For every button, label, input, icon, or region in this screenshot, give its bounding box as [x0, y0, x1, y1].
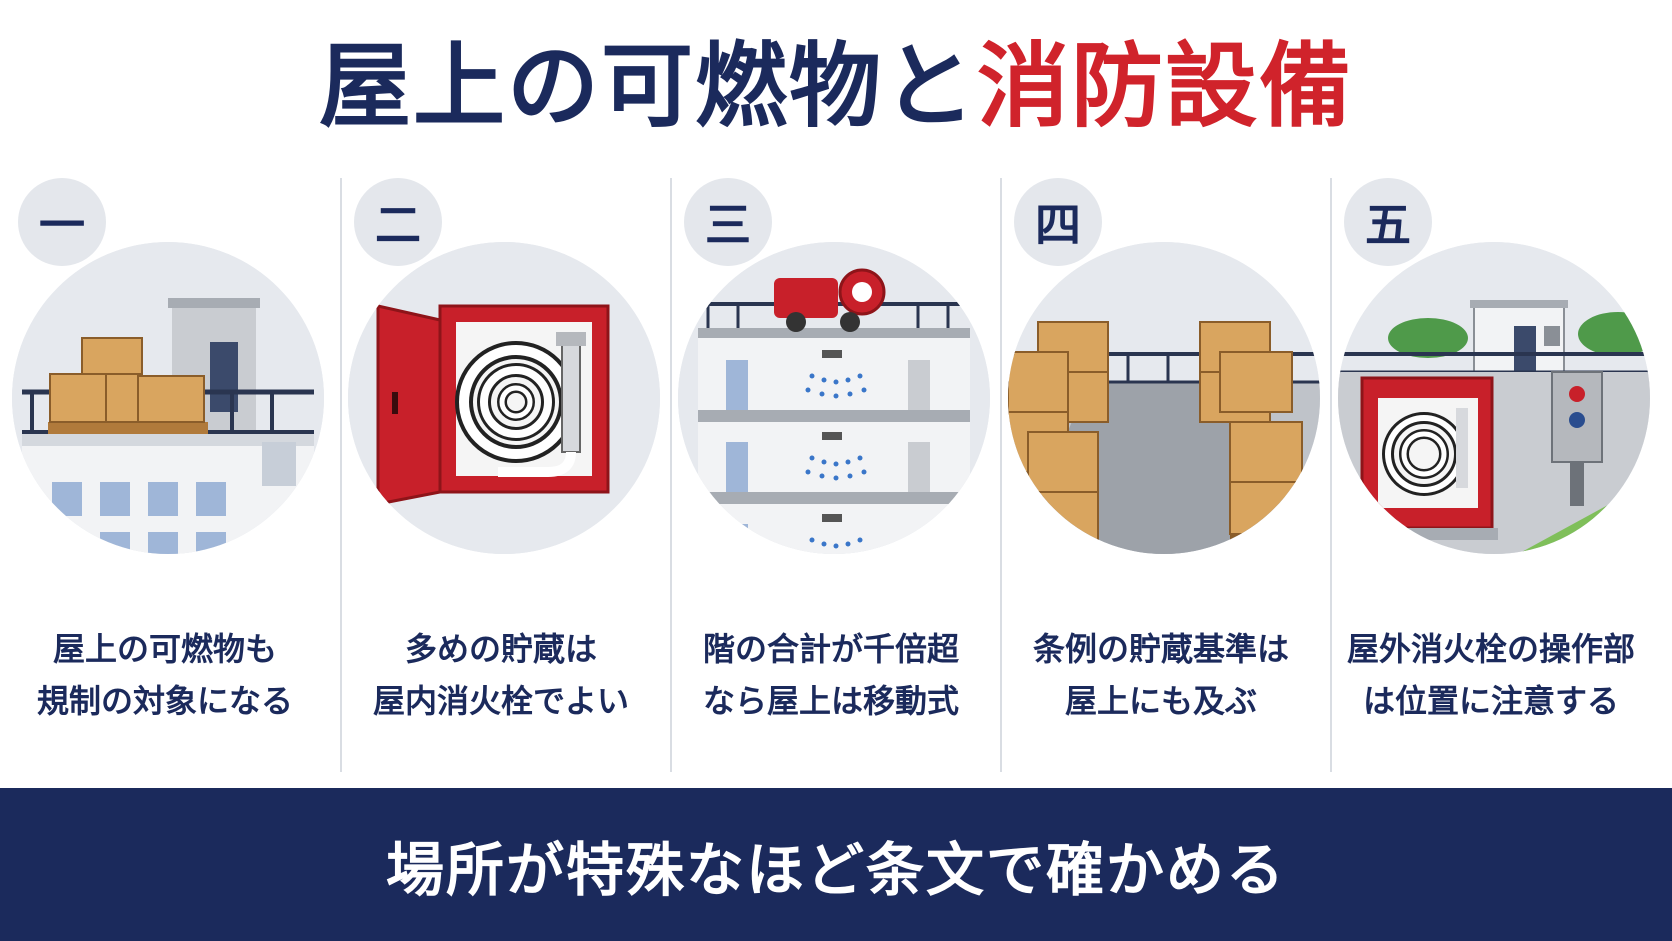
- caption-line: 屋外消火栓の操作部: [1346, 630, 1635, 668]
- footer-text: 場所が特殊なほど条文で確かめる: [385, 835, 1286, 904]
- point-caption-1: 屋上の可燃物も 規制の対象になる: [0, 623, 330, 727]
- caption-line: 屋上にも及ぶ: [1064, 682, 1257, 720]
- caption-line: は位置に注意する: [1362, 682, 1619, 720]
- point-number-5: 五: [1344, 178, 1432, 266]
- point-caption-5: 屋外消火栓の操作部 は位置に注意する: [1326, 623, 1656, 727]
- caption-line: 条例の貯蔵基準は: [1032, 630, 1289, 668]
- caption-line: なら屋上は移動式: [702, 682, 959, 720]
- column-divider: [1330, 178, 1332, 772]
- column-divider: [670, 178, 672, 772]
- point-caption-2: 多めの貯蔵は 屋内消火栓でよい: [336, 623, 666, 727]
- caption-line: 屋内消火栓でよい: [372, 682, 629, 720]
- point-card-2: 二 多めの貯蔵は 屋内消火栓でよい: [336, 178, 666, 772]
- points-grid: 一 屋上の可燃物も 規制の対象になる: [0, 178, 1672, 772]
- column-divider: [340, 178, 342, 772]
- column-divider: [1000, 178, 1002, 772]
- point-card-5: 五 屋外消火栓の操作部 は位置に注意する: [1326, 178, 1656, 772]
- caption-line: 多めの貯蔵は: [404, 630, 597, 668]
- rooftop-boxes-icon: [12, 242, 324, 554]
- mobile-pump-sprinkler-icon: [678, 242, 990, 554]
- point-caption-4: 条例の貯蔵基準は 屋上にも及ぶ: [996, 623, 1326, 727]
- page-title: 屋上の可燃物と消防設備: [0, 22, 1672, 152]
- footer-banner: 場所が特殊なほど条文で確かめる: [0, 788, 1672, 941]
- point-number-1: 一: [18, 178, 106, 266]
- outdoor-hydrant-icon: [1338, 242, 1650, 554]
- title-part-1: 屋上の可燃物と: [318, 33, 977, 140]
- caption-line: 屋上の可燃物も: [52, 630, 277, 668]
- caption-line: 規制の対象になる: [36, 682, 293, 720]
- point-number-3: 三: [684, 178, 772, 266]
- point-caption-3: 階の合計が千倍超 なら屋上は移動式: [666, 623, 996, 727]
- point-card-3: 三 階の合計が千倍超 なら屋上は移動式: [666, 178, 996, 772]
- title-part-2: 消防設備: [977, 33, 1354, 140]
- caption-line: 階の合計が千倍超: [702, 630, 959, 668]
- point-number-2: 二: [354, 178, 442, 266]
- point-card-4: 四 条例の貯蔵基準は 屋上にも及ぶ: [996, 178, 1326, 772]
- point-card-1: 一 屋上の可燃物も 規制の対象になる: [0, 178, 330, 772]
- point-number-4: 四: [1014, 178, 1102, 266]
- rooftop-storage-icon: [1008, 242, 1320, 554]
- indoor-hydrant-icon: [348, 242, 660, 554]
